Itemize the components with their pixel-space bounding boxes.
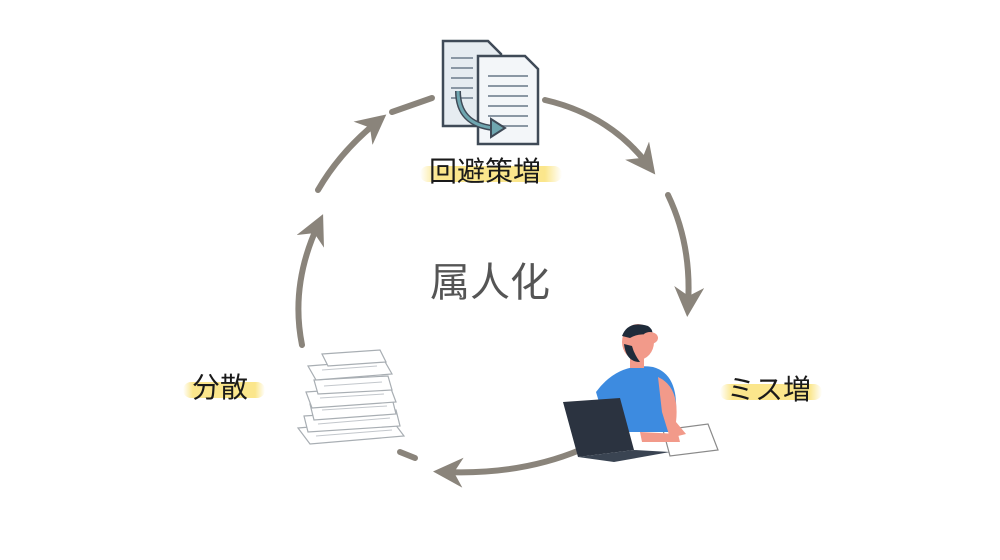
arrow-dash — [397, 449, 418, 461]
stressed-person-icon — [563, 324, 719, 462]
center-label: 属人化 — [430, 260, 550, 306]
copy-documents-icon — [441, 39, 540, 146]
arrow-top-to-right — [542, 97, 656, 175]
highlight-top — [420, 166, 562, 182]
paper-pile-icon — [296, 349, 406, 445]
label-right: ミス増 — [727, 373, 812, 406]
arrow-topleft-up — [315, 114, 387, 193]
label-left: 分散 — [192, 371, 249, 404]
arrow-bottom-to-left — [433, 447, 583, 488]
arrow-right-down — [665, 192, 705, 317]
highlight-left — [183, 382, 265, 398]
label-top: 回避策増 — [429, 155, 542, 188]
highlight-right — [720, 384, 822, 400]
arrow-left-up — [295, 214, 324, 348]
arrow-lead — [389, 95, 435, 115]
